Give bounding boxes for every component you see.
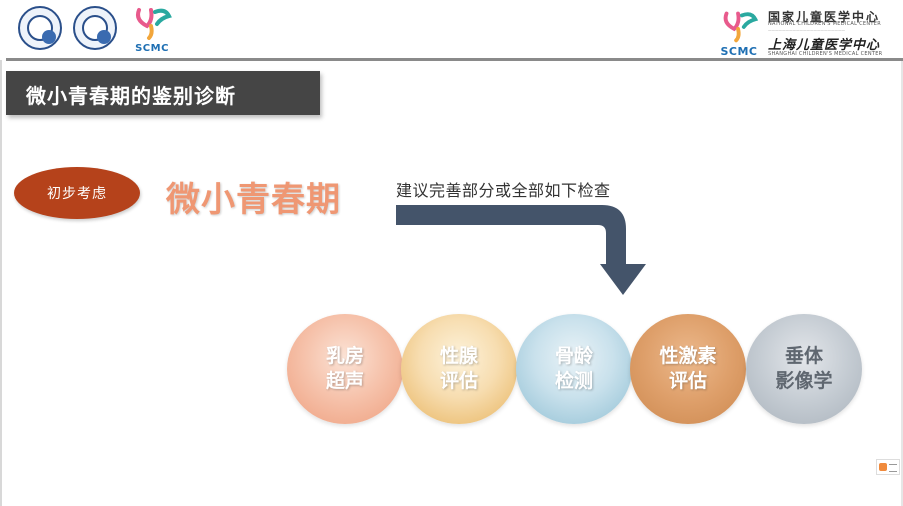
left-border [0,0,2,506]
slide-header: SCMC SCMC 国家儿童医学中心 NATIONAL CHILDREN'S M… [0,0,903,61]
step-label-pill: 初步考虑 [14,167,140,219]
hospital-seal-icon [73,6,117,50]
institution-name-en: NATIONAL CHILDREN'S MEDICAL CENTER [768,21,882,27]
exam-label-line2: 评估 [668,370,707,392]
institution-name-cn: 国家儿童医学中心 [768,10,881,24]
scmc-logo-text: SCMC [720,45,758,58]
exam-label-line1: 性激素 [659,345,717,368]
scmc-emblem-icon [723,11,759,43]
player-control-icon[interactable] [876,459,900,475]
scmc-logo-left: SCMC [127,6,177,54]
exam-label-line1: 骨龄 [554,345,593,368]
institution-fine-print: —————————————————————— [768,28,845,32]
exam-circle-breast-ultrasound: 乳房超声 [287,314,403,424]
exam-circle-sex-hormone: 性激素评估 [630,314,746,424]
exam-label-line1: 性腺 [439,345,478,368]
slide-title: 微小青春期的鉴别诊断 [26,84,236,108]
exam-label-line2: 评估 [439,370,478,392]
slide-title-bar: 微小青春期的鉴别诊断 [6,71,320,115]
exam-circle-gonad-assessment: 性腺评估 [401,314,517,424]
right-border [901,0,903,506]
exam-label-line1: 垂体 [784,345,823,368]
exam-label-line2: 影像学 [775,370,833,392]
diagnosis-term: 微小青春期 [166,180,341,220]
sub-institution-name-cn: 上海儿童医学中心 [768,38,881,53]
exam-circle-pituitary-imaging: 垂体影像学 [746,314,862,424]
exam-label-line1: 乳房 [325,345,364,368]
step-label: 初步考虑 [47,186,107,202]
sub-institution-name-en: SHANGHAI CHILDREN'S MEDICAL CENTER [768,51,883,57]
exam-label-line2: 检测 [554,370,593,392]
exam-circle-bone-age: 骨龄检测 [516,314,632,424]
header-divider [6,58,903,61]
scmc-emblem-icon [136,8,172,40]
down-arrow-icon [396,205,646,295]
suggestion-text: 建议完善部分或全部如下检查 [396,181,611,200]
university-seal-icon [18,6,62,50]
scmc-logo-right: SCMC [715,8,763,58]
exam-label-line2: 超声 [325,370,364,392]
scmc-logo-text: SCMC [135,43,169,54]
